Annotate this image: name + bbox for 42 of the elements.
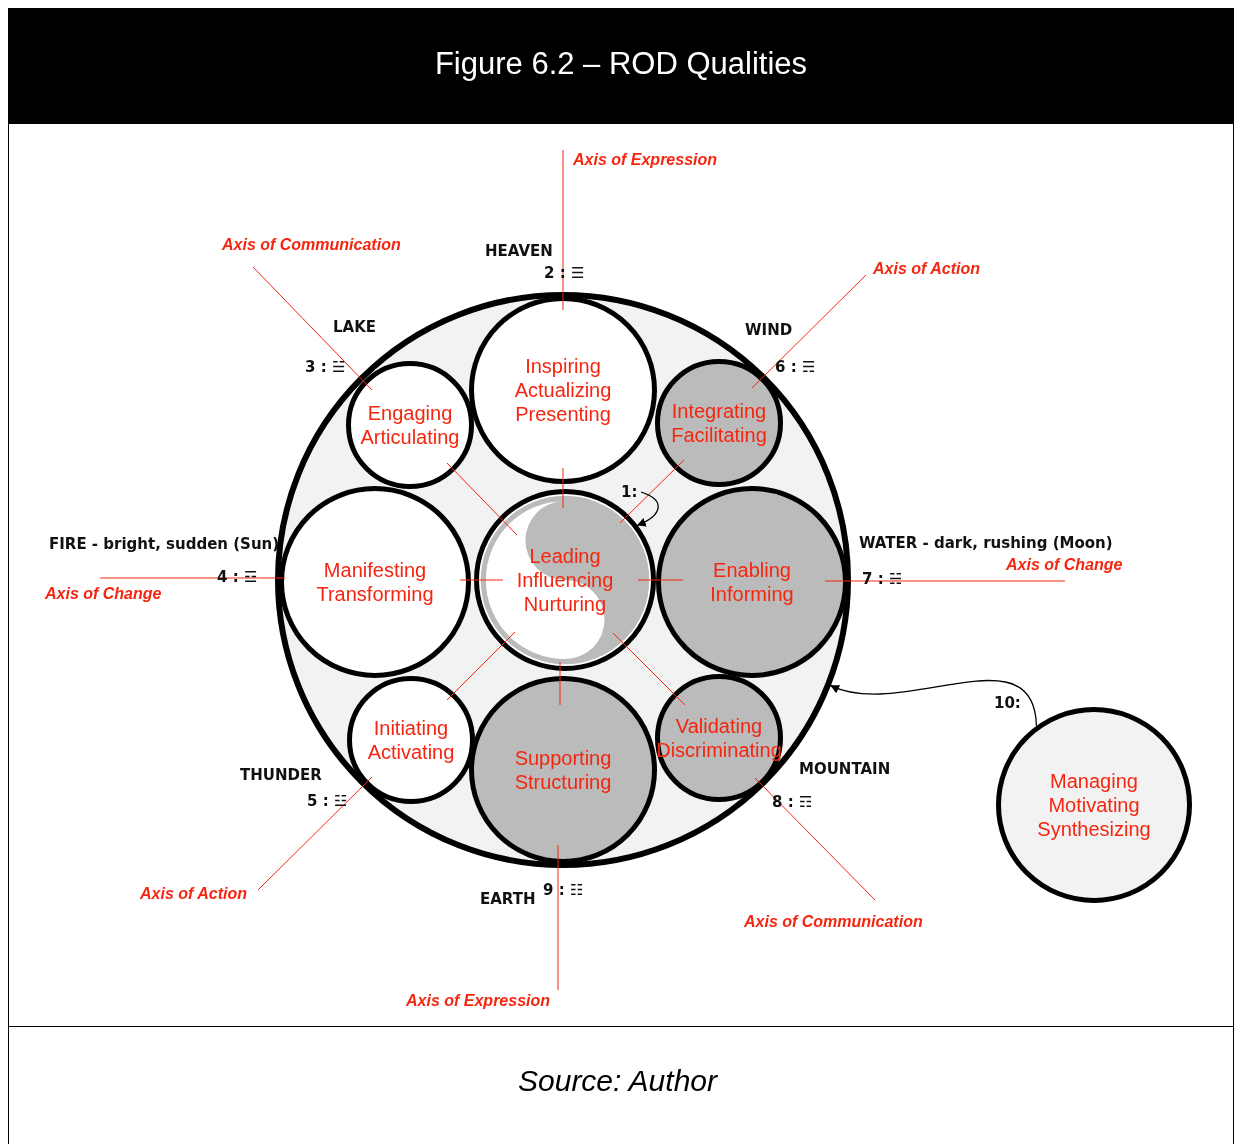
trigram-label: 6 : ☴ bbox=[775, 358, 816, 376]
axis-label: Axis of Expression bbox=[406, 992, 551, 1010]
trigram-label: 9 : ☷ bbox=[543, 881, 584, 899]
number-label: 10: bbox=[994, 694, 1021, 712]
circle-node bbox=[656, 486, 848, 678]
axis-label: Axis of Communication bbox=[222, 236, 401, 254]
axis-label: Axis of Action bbox=[873, 260, 980, 278]
trigram-label: 3 : ☱ bbox=[305, 358, 346, 376]
number-label: 1: bbox=[621, 483, 638, 501]
trigram-label: 5 : ☳ bbox=[307, 792, 348, 810]
node-text: Initiating Activating bbox=[367, 716, 455, 764]
axis-label: Axis of Change bbox=[45, 585, 162, 603]
axis-label: Axis of Expression bbox=[573, 151, 718, 169]
node-text: Enabling Informing bbox=[710, 558, 794, 606]
direction-label: EARTH bbox=[480, 890, 536, 908]
direction-label: HEAVEN bbox=[485, 242, 553, 260]
figure-title: Figure 6.2 – ROD Qualities bbox=[433, 46, 809, 82]
arrow bbox=[830, 680, 1038, 727]
direction-label: MOUNTAIN bbox=[799, 760, 891, 778]
trigram-label: 4 : ☲ bbox=[217, 568, 258, 586]
arrow bbox=[636, 491, 659, 526]
direction-label: WIND bbox=[745, 321, 793, 339]
circle-node bbox=[347, 676, 475, 804]
node-text: Supporting Structuring bbox=[514, 746, 612, 794]
node-text: Integrating Facilitating bbox=[671, 399, 767, 447]
source-caption: Source: Author bbox=[517, 1064, 719, 1098]
direction-label: THUNDER bbox=[240, 766, 322, 784]
node-text: Inspiring Actualizing Presenting bbox=[514, 354, 612, 426]
axis-label: Axis of Communication bbox=[744, 913, 923, 931]
node-text: Leading Influencing Nurturing bbox=[516, 544, 614, 616]
circle-node bbox=[469, 676, 657, 864]
circle-node bbox=[279, 486, 471, 678]
axis-label: Axis of Action bbox=[140, 885, 247, 903]
trigram-label: 7 : ☵ bbox=[862, 570, 903, 588]
trigram-label: 2 : ☰ bbox=[544, 264, 585, 282]
node-text: Manifesting Transforming bbox=[316, 558, 434, 606]
circle-node bbox=[469, 296, 657, 484]
axis-label: Axis of Change bbox=[1006, 556, 1123, 574]
direction-label: LAKE bbox=[333, 318, 377, 336]
circle-node bbox=[346, 361, 474, 489]
node-text: Managing Motivating Synthesizing bbox=[1037, 769, 1151, 841]
node-text: Engaging Articulating bbox=[360, 401, 460, 449]
